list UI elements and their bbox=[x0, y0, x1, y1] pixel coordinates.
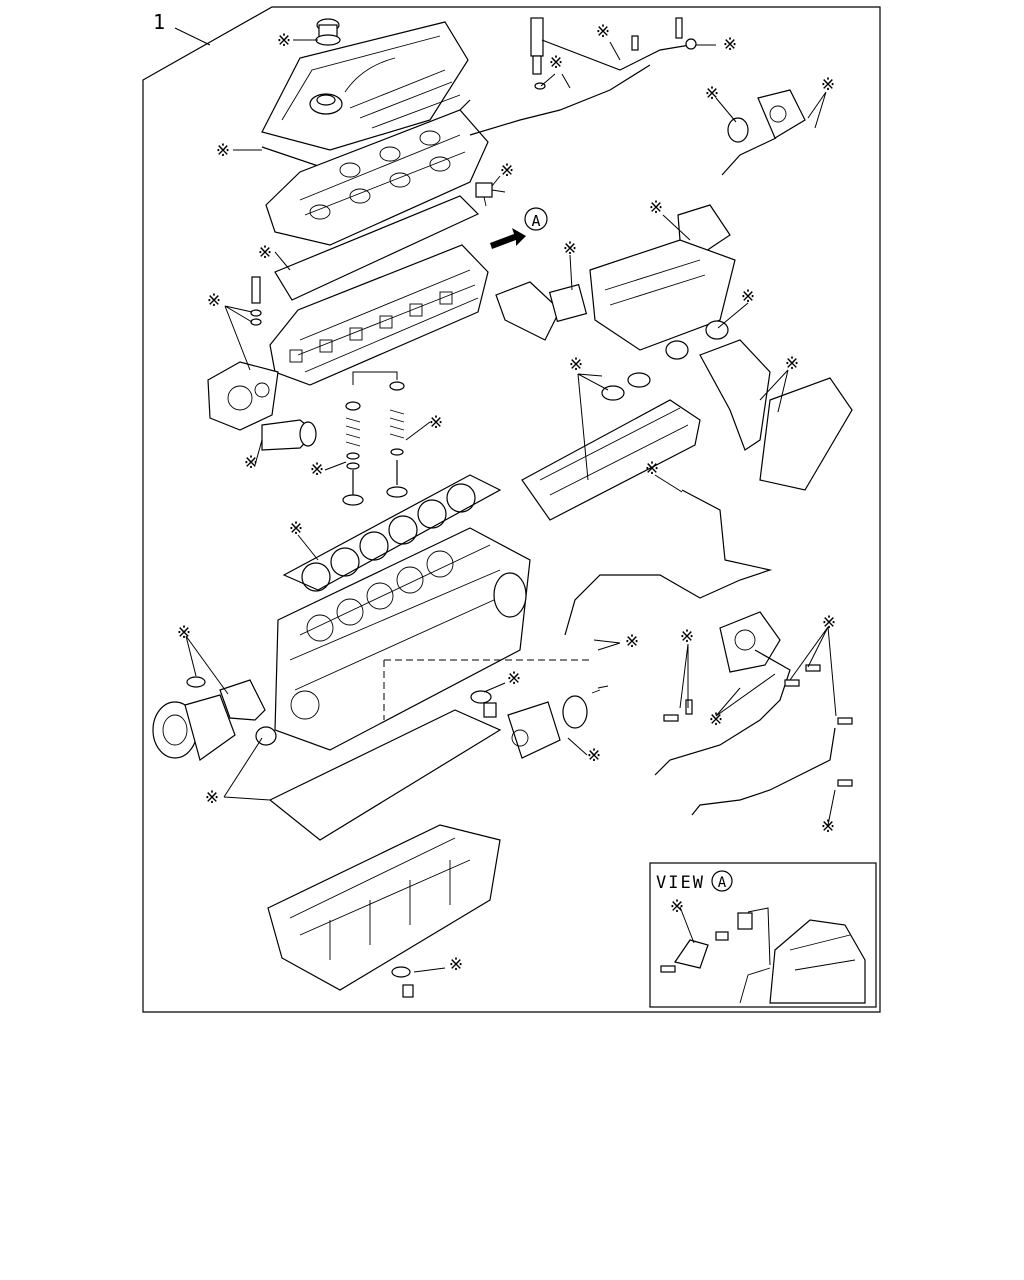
marker-water-pump-seals: ※ bbox=[177, 623, 191, 643]
item-number-label: 1 bbox=[153, 10, 165, 34]
fuel-line-bolts bbox=[631, 17, 697, 51]
egr-valve-left bbox=[207, 361, 279, 431]
marker-vacuum-pump-bolts: ※ bbox=[821, 75, 835, 95]
marker-fuel-pump-washers: ※ bbox=[680, 627, 694, 647]
valve-cover bbox=[261, 21, 469, 151]
marker-glow-plug-seals: ※ bbox=[207, 291, 221, 311]
throttle-gasket bbox=[548, 283, 588, 323]
kit-frame bbox=[142, 6, 881, 1013]
camshaft-carrier bbox=[265, 109, 489, 246]
detail-view-letter: A bbox=[718, 875, 727, 891]
injector-leak-line bbox=[469, 64, 651, 136]
turbocharger-pipe bbox=[699, 339, 771, 451]
detail-view-letter-circle bbox=[711, 870, 733, 892]
drain-plug bbox=[391, 966, 414, 998]
oil-filler-cap bbox=[315, 18, 341, 46]
exhaust-manifold-gasket-2 bbox=[665, 340, 689, 360]
marker-fuel-pump-bolts: ※ bbox=[822, 613, 836, 633]
marker-fuel-line-bolt: ※ bbox=[596, 22, 610, 42]
fuel-rail-line bbox=[541, 39, 691, 71]
marker-intake-gaskets: ※ bbox=[569, 355, 583, 375]
oil-pan-gasket bbox=[268, 709, 502, 841]
thermostat-housing bbox=[261, 419, 317, 451]
marker-vacuum-pump-o-ring: ※ bbox=[705, 84, 719, 104]
oil-pan bbox=[267, 824, 501, 991]
cylinder-block bbox=[274, 527, 531, 751]
marker-block-o-rings: ※ bbox=[625, 632, 639, 652]
marker-thermostat-gasket: ※ bbox=[244, 453, 258, 473]
detail-view-leader bbox=[747, 907, 771, 966]
fuel-pump-line-1 bbox=[654, 649, 791, 776]
detail-view-engine bbox=[739, 919, 866, 1004]
exhaust-manifold-gasket-1 bbox=[705, 320, 729, 340]
fuel-pump-bolts bbox=[663, 664, 853, 787]
valve-spring-left bbox=[342, 401, 364, 506]
glow-plug bbox=[250, 276, 262, 326]
oil-filter-adapter bbox=[470, 690, 497, 718]
marker-valve-stem-seal-right: ※ bbox=[429, 413, 443, 433]
marker-valve-stem-seal-left: ※ bbox=[310, 460, 324, 480]
view-a-callout-circle bbox=[524, 207, 548, 231]
marker-fuel-line-seals: ※ bbox=[709, 710, 723, 730]
marker-carrier-gasket: ※ bbox=[258, 243, 272, 263]
camshaft-sensor bbox=[475, 182, 506, 207]
detail-view-plug bbox=[715, 912, 753, 941]
camshaft-carrier-gasket bbox=[274, 195, 480, 301]
marker-egr-gasket: ※ bbox=[649, 198, 663, 218]
marker-head-gasket: ※ bbox=[289, 519, 303, 539]
detail-view-cover bbox=[660, 939, 709, 973]
marker-oil-pan-gasket: ※ bbox=[205, 788, 219, 808]
fuel-pump-line-2 bbox=[691, 727, 836, 816]
valve-spring-right bbox=[386, 381, 408, 498]
fuel-pump bbox=[719, 611, 781, 673]
oil-pump bbox=[507, 695, 588, 759]
item-number-leader bbox=[174, 27, 211, 46]
vacuum-pump bbox=[757, 89, 806, 139]
fuel-injector bbox=[530, 17, 546, 90]
marker-fuel-line-washer: ※ bbox=[821, 817, 835, 837]
view-a-callout-letter: A bbox=[531, 212, 540, 230]
marker-throttle-gasket: ※ bbox=[563, 239, 577, 259]
marker-oil-pump-gasket: ※ bbox=[587, 746, 601, 766]
marker-detail-view-gasket: ※ bbox=[670, 897, 684, 917]
marker-fuel-rail-washer: ※ bbox=[723, 35, 737, 55]
detail-view-title: VIEW bbox=[656, 873, 705, 893]
small-bolts-front bbox=[591, 685, 609, 694]
marker-drain-plug-washer: ※ bbox=[449, 955, 463, 975]
marker-oil-filter-o-ring: ※ bbox=[507, 669, 521, 689]
exhaust-pipe bbox=[759, 377, 853, 491]
marker-leaders bbox=[185, 39, 837, 973]
exhaust-manifold-upper bbox=[589, 239, 736, 351]
throttle-body bbox=[495, 281, 561, 341]
vacuum-line bbox=[721, 137, 777, 176]
marker-injector-seals: ※ bbox=[549, 53, 563, 73]
marker-valve-cover-gasket: ※ bbox=[216, 141, 230, 161]
water-pump bbox=[152, 676, 236, 761]
cylinder-head-gasket bbox=[282, 474, 502, 592]
valve-bracket-lines bbox=[352, 371, 398, 385]
marker-turbo-gaskets: ※ bbox=[785, 354, 799, 374]
front-crank-seal bbox=[255, 726, 277, 746]
egr-valve-right bbox=[677, 204, 731, 256]
intake-o-ring-1 bbox=[627, 372, 651, 388]
view-direction-arrow bbox=[490, 228, 526, 249]
marker-exhaust-manifold-gasket: ※ bbox=[741, 287, 755, 307]
marker-sensor-harness: ※ bbox=[645, 459, 659, 479]
cylinder-head bbox=[269, 244, 489, 386]
marker-cam-sensor: ※ bbox=[500, 161, 514, 181]
detail-view-box bbox=[649, 862, 877, 1008]
sensor-harness-line bbox=[564, 489, 773, 636]
marker-valve-cover-cap: ※ bbox=[277, 31, 291, 51]
water-pump-cover bbox=[219, 679, 266, 721]
intake-manifold bbox=[521, 399, 701, 521]
block-dashed-leader bbox=[383, 659, 590, 720]
vacuum-pump-o-ring bbox=[727, 117, 749, 143]
